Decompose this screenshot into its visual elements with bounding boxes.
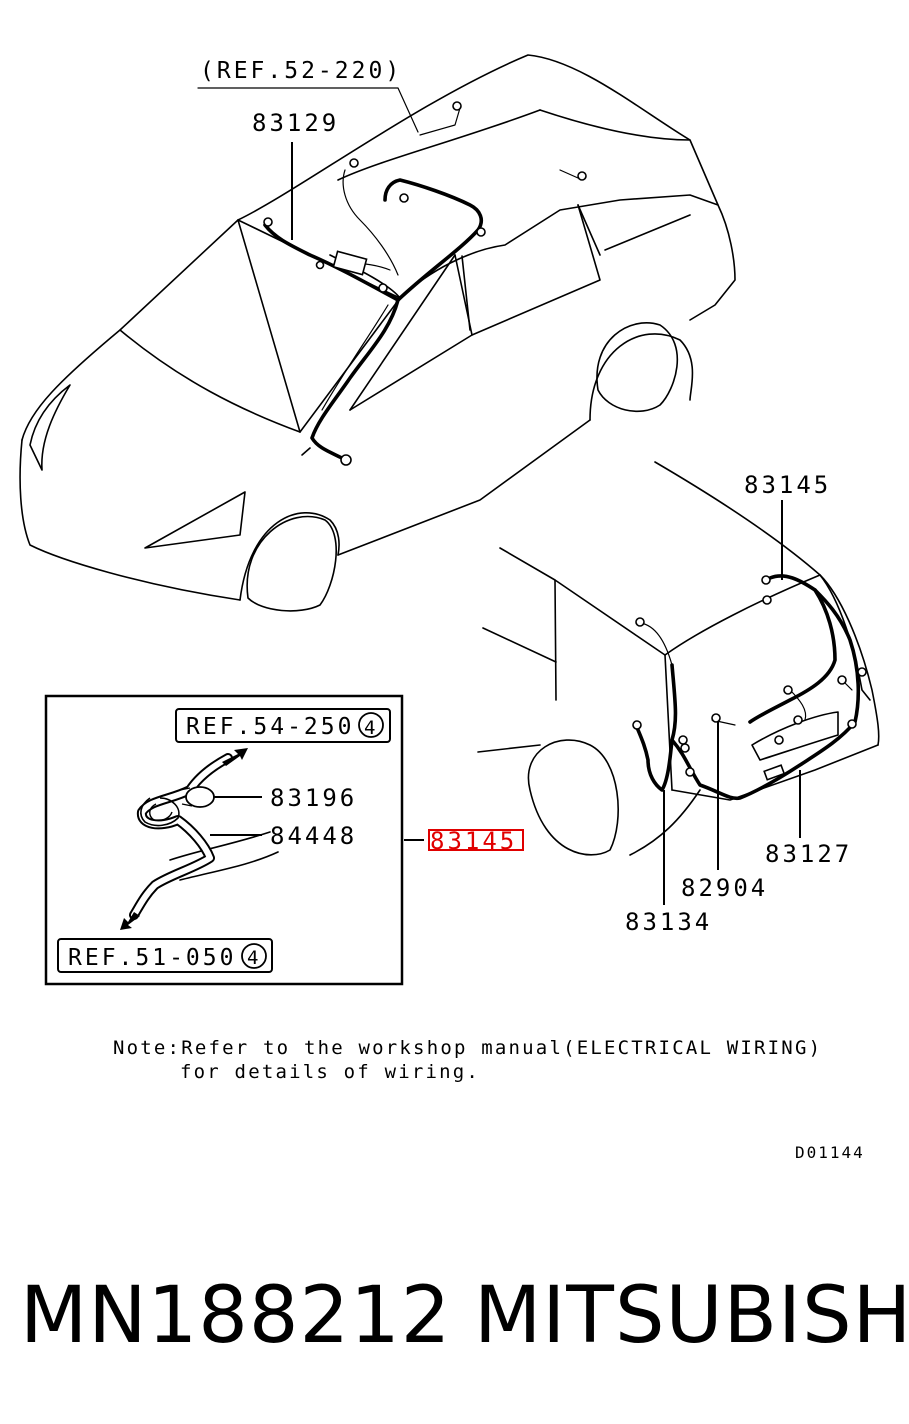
ref-lower-box — [57, 938, 273, 973]
note-line-1: Note:Refer to the workshop manual(ELECTR… — [113, 1037, 822, 1059]
ref-54-250-num: 4 — [364, 717, 375, 739]
ref-lower-circle — [241, 943, 267, 969]
arrow-down-icon — [120, 912, 140, 930]
front-car-drawing — [19, 54, 736, 612]
callout-82904: 82904 — [681, 874, 768, 902]
callout-84448: 84448 — [270, 822, 357, 850]
ref-upper-circle — [358, 712, 384, 738]
callout-83129: 83129 — [252, 109, 339, 137]
hose-84448 — [129, 753, 233, 920]
callout-83127: 83127 — [765, 840, 852, 868]
callout-83196: 83196 — [270, 784, 357, 812]
part-number: MN188212 — [20, 1271, 451, 1361]
callout-leaders — [197, 87, 801, 905]
ref-54-250-label: REF.54-250 — [186, 714, 354, 740]
ref-52-220-label: (REF.52-220) — [200, 58, 402, 84]
ref-51-050-num: 4 — [247, 947, 258, 969]
brand-name: MITSUBISHI — [474, 1271, 909, 1361]
ref-upper-box — [175, 708, 391, 743]
arrow-up-icon — [222, 748, 248, 766]
rear-car-drawing — [477, 461, 880, 856]
highlight-box — [428, 829, 524, 851]
drawing-code: D01144 — [795, 1143, 865, 1162]
inset-box — [44, 694, 404, 986]
note-line-2: for details of wiring. — [180, 1061, 480, 1083]
callout-83134: 83134 — [625, 908, 712, 936]
ref-51-050-label: REF.51-050 — [68, 945, 236, 971]
callout-83145-top: 83145 — [744, 471, 831, 499]
callout-83145-highlighted[interactable]: 83145 — [430, 827, 517, 855]
